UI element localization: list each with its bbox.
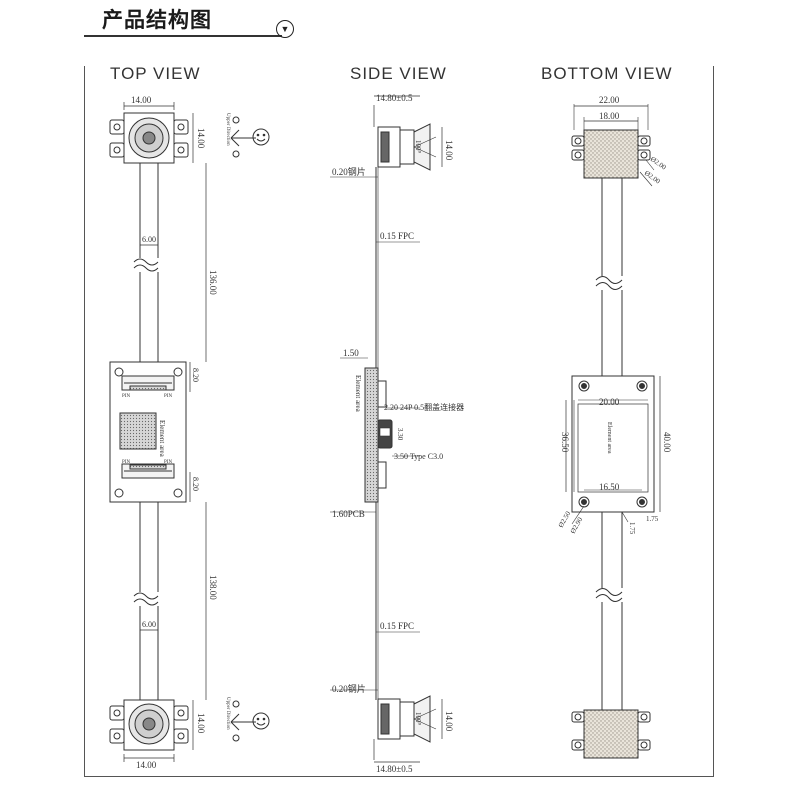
title-underline (84, 35, 282, 37)
dim-top-fpc-width: 6.00 (142, 235, 156, 244)
side-view-drawing (330, 95, 443, 763)
dim-top-connector: 8.20 (191, 368, 200, 382)
page-title: 产品结构图 (102, 8, 212, 32)
dim-bottom-cam-width: 14.00 (136, 760, 157, 770)
label-top-element-area: Element area (158, 420, 166, 458)
bottom-bottom-stiffener (571, 709, 651, 759)
label-side-steel-bottom: 0.20钢片 (332, 683, 366, 694)
dim-side-typec-height: 3.30 (396, 428, 404, 441)
bottom-main-board (571, 375, 655, 513)
frame-left-border (84, 66, 85, 776)
dim-bottom-margin-b: 1.75 (628, 522, 636, 535)
side-camera-bottom (377, 695, 437, 743)
label-pin-left-lower: PIN (122, 460, 130, 465)
dim-bottom-hole-a: Ø2.00 (649, 155, 668, 172)
label-side-typec: 3.50 Type C3.0 (394, 452, 443, 461)
label-side-steel-top: 0.20钢片 (332, 166, 366, 177)
dim-side-cam-height-top: 14.00 (444, 140, 454, 161)
dim-bottom-board-outer-height: 40.00 (662, 432, 672, 453)
label-side-pcb: 1.60PCB (332, 509, 365, 519)
top-main-board (109, 361, 187, 503)
label-bottom-element-area: Element area (606, 422, 612, 454)
dim-bottom-fpc-width: 6.00 (142, 620, 156, 629)
label-pin-left: PIN (122, 394, 130, 399)
bottom-camera-module (109, 699, 189, 751)
dim-side-fov-bottom: 100° (414, 712, 422, 726)
label-upper-direction-top: Upper Direction (225, 113, 230, 146)
dim-bottom-slot-width: 16.50 (599, 482, 620, 492)
dim-bottom-fpc-length: 138.00 (208, 575, 218, 600)
upper-direction-marker-bottom (230, 700, 270, 742)
top-view-title: TOP VIEW (110, 64, 201, 83)
dim-side-cam-top: 14.80±0.5 (376, 93, 413, 103)
dim-side-cam-height-bottom: 14.00 (444, 711, 454, 732)
side-main-board (364, 367, 393, 503)
dim-bottom-inner-width: 18.00 (599, 111, 620, 121)
top-camera-module (109, 112, 189, 171)
dim-bottom-connector: 8.20 (191, 477, 200, 491)
dim-side-fov-top: 100° (414, 140, 422, 154)
frame-right-border (713, 66, 714, 776)
side-view-title: SIDE VIEW (350, 64, 447, 83)
label-side-connector-24p: 2.20 24P 0.5翻盖连接器 (384, 402, 464, 412)
dim-top-cam-width: 14.00 (131, 95, 152, 105)
label-side-fpc-bottom: 0.15 FPC (380, 621, 414, 631)
label-pin-right: PIN (164, 394, 172, 399)
bottom-view-title: BOTTOM VIEW (541, 64, 673, 83)
dim-bottom-margin-a: 1.75 (646, 515, 659, 523)
label-pin-right-lower: PIN (164, 460, 172, 465)
label-side-fpc-top: 0.15 FPC (380, 231, 414, 241)
chevron-down-icon[interactable]: ▼ (276, 20, 294, 38)
dim-bottom-board-width: 20.00 (599, 397, 620, 407)
dim-top-fpc-length: 136.00 (208, 270, 218, 295)
frame-bottom-border (84, 776, 714, 777)
dim-bottom-outer-width: 22.00 (599, 95, 620, 105)
dim-bottom-hole-2-50: Ø2.50 (557, 510, 573, 529)
bottom-top-stiffener (571, 129, 651, 179)
dim-top-cam-height: 14.00 (196, 128, 206, 149)
dim-bottom-cam-height: 14.00 (196, 713, 206, 734)
dim-bottom-hole-2-90: Ø2.90 (569, 516, 585, 535)
dim-side-cam-bottom: 14.80±0.5 (376, 764, 413, 774)
upper-direction-marker-top (230, 116, 270, 158)
bottom-view-drawing (565, 104, 661, 759)
label-upper-direction-bottom: Upper Direction (225, 697, 230, 730)
dim-bottom-hole-b: Ø2.00 (643, 169, 662, 186)
top-view-drawing (109, 102, 270, 762)
side-camera-top (377, 123, 437, 171)
label-side-element-area: Element area (354, 375, 362, 413)
dim-side-board-width: 1.50 (343, 348, 359, 358)
dim-bottom-board-inner-height: 36.50 (560, 432, 570, 453)
